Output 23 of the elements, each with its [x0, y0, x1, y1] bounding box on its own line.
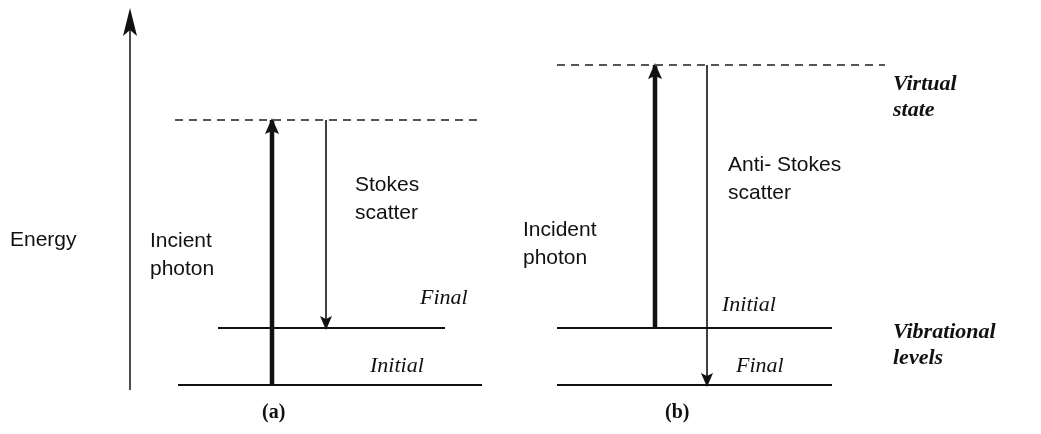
energy-level-line — [557, 384, 832, 386]
panel-label: (a) — [262, 399, 286, 424]
edge-label: Incient photon — [150, 227, 216, 281]
transition-arrow — [265, 118, 279, 385]
level-label: Final — [736, 352, 784, 378]
level-label: Final — [420, 284, 468, 310]
levels-label: Vibrational levels — [893, 318, 997, 370]
energy-level-line — [178, 384, 482, 386]
panel-label: (b) — [665, 399, 690, 424]
level-label: Initial — [370, 352, 424, 378]
virtual-level-line — [557, 64, 885, 66]
edge-label: Stokes scatter — [355, 171, 421, 225]
edge-label: Anti- Stokes scatter — [728, 151, 843, 205]
state-label: Virtual state — [893, 70, 958, 122]
transition-arrow — [648, 63, 662, 328]
energy-level-line — [218, 327, 445, 329]
virtual-level-line — [175, 119, 480, 121]
level-label: Initial — [722, 291, 776, 317]
transition-arrow — [320, 119, 332, 330]
energy-level-line — [557, 327, 832, 329]
transition-arrow — [701, 64, 713, 387]
edge-label: Incident photon — [523, 216, 598, 270]
axis-label: Energy — [10, 226, 77, 252]
